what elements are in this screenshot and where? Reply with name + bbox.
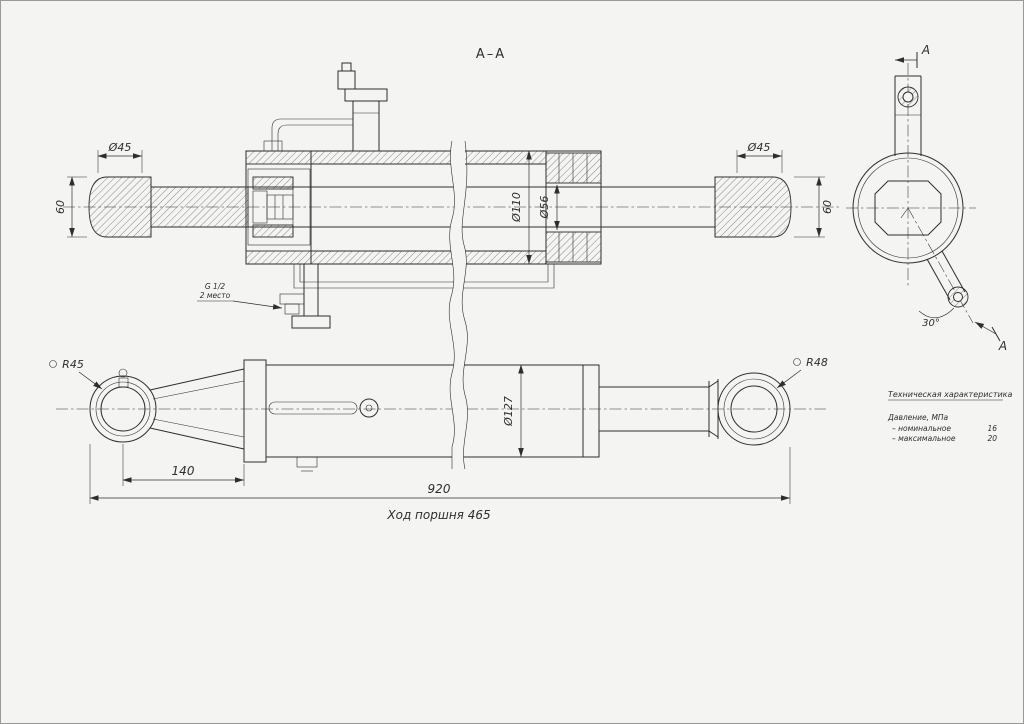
break-line: [448, 140, 468, 470]
top-port-bracket: [337, 62, 388, 152]
dim-60-right: 60: [821, 200, 834, 214]
surface-mark-right: [793, 358, 801, 366]
dim-d45-left: Ø45: [108, 141, 132, 154]
section-arrow-top: А: [921, 43, 930, 57]
rod-gland: [545, 152, 602, 184]
top-lug: [894, 75, 922, 156]
left-eye: [89, 368, 157, 443]
dim-r45: R45: [62, 358, 84, 371]
body-flange: [243, 359, 267, 463]
right-eye: [717, 372, 791, 446]
piston-stroke-note: Ход поршня 465: [386, 508, 490, 522]
dim-920: 920: [428, 482, 451, 496]
tech-spec-value-maximum: 20: [987, 434, 997, 443]
dim-r48: R48: [806, 356, 828, 369]
cylinder-body: [265, 364, 600, 458]
section-arrow-bottom: А: [998, 339, 1007, 353]
assembly-view: R45 R48 140 Ø127 920 Ход поршня 465: [49, 356, 828, 522]
piston-assembly: [247, 168, 311, 246]
section-view: А–А: [54, 47, 841, 329]
dim-d45-right: Ø45: [747, 141, 771, 154]
port-note-line2: 2 место: [200, 291, 231, 300]
dim-d127: Ø127: [502, 396, 515, 427]
tech-spec-row-maximum: – максимальное: [892, 434, 956, 443]
cylinder-end-view: [852, 152, 964, 264]
dim-d110: Ø110: [510, 192, 523, 223]
upper-pipe: [271, 118, 353, 151]
tech-spec-title: Техническая характеристика: [888, 390, 1013, 399]
right-rod-end: [714, 176, 792, 238]
port-note-line1: G 1/2: [205, 282, 225, 291]
tech-spec-value-nominal: 16: [987, 424, 997, 433]
lower-bracket: [279, 263, 331, 329]
grease-fitting: [118, 368, 128, 378]
angled-lug: [926, 250, 969, 308]
dim-d56: Ø56: [538, 196, 551, 220]
dim-140: 140: [172, 464, 195, 478]
body-pipe: [268, 401, 358, 415]
angle-label: 30°: [922, 318, 940, 329]
left-rod-end: [88, 176, 152, 238]
bottom-port: [296, 456, 318, 468]
tech-spec-pressure: Давление, МПа: [887, 413, 949, 422]
lower-pipe: [293, 264, 555, 289]
side-view: А А 30°: [846, 43, 1007, 353]
dim-60-left: 60: [54, 200, 67, 214]
tech-spec-row-nominal: – номинальное: [892, 424, 951, 433]
tech-spec: Техническая характеристика Давление, МПа…: [887, 390, 1013, 443]
surface-mark-left: [49, 360, 57, 368]
left-rod: [150, 186, 249, 228]
section-title: А–А: [476, 47, 506, 62]
